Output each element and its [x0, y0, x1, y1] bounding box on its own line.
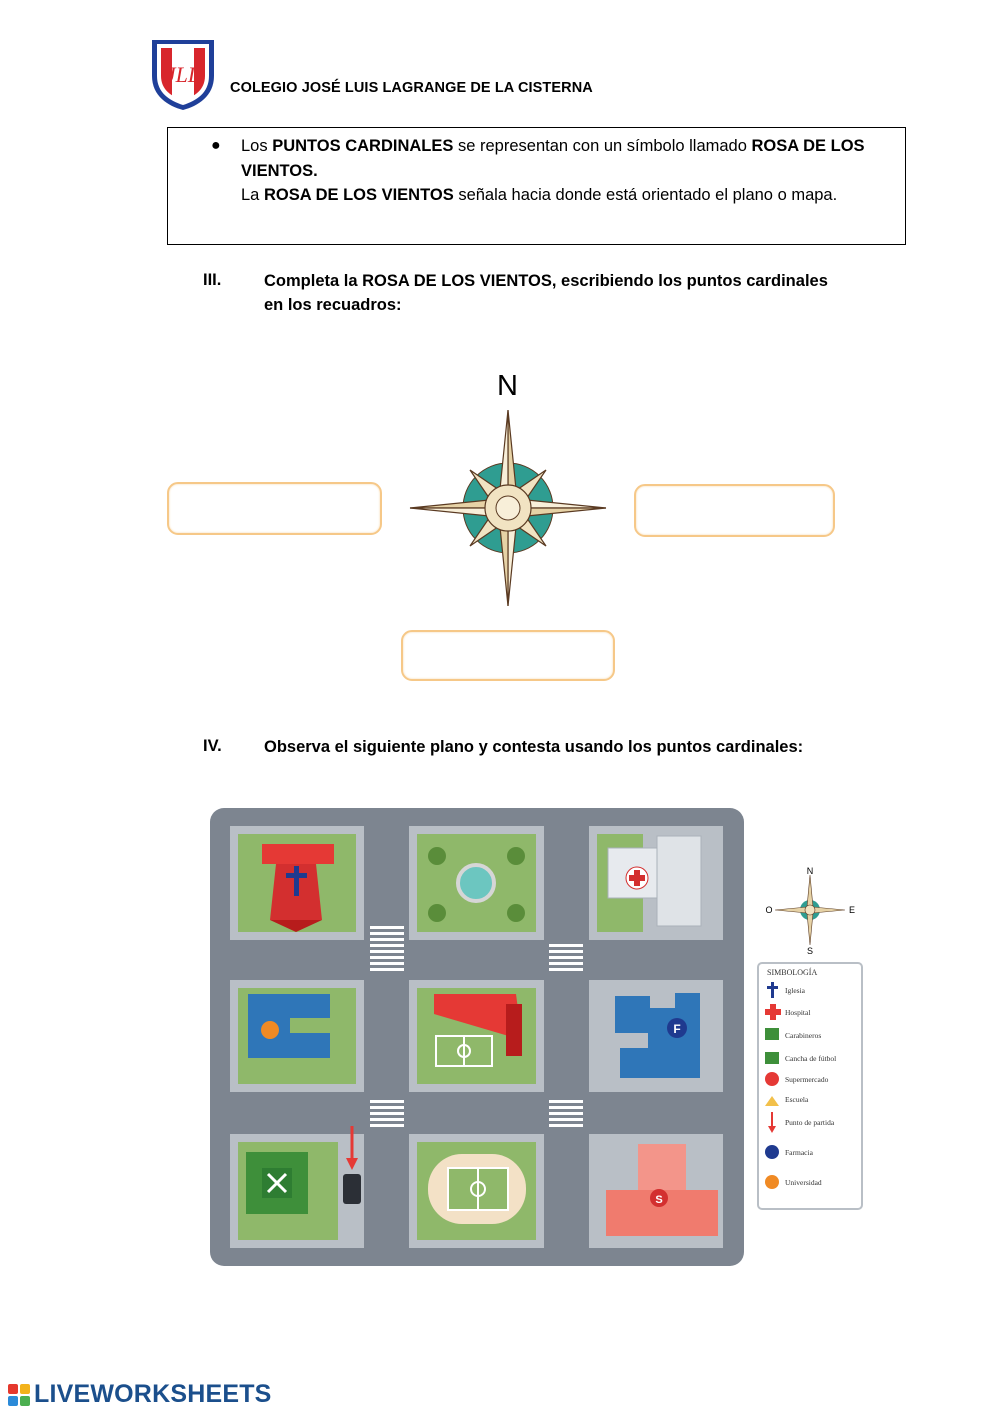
svg-text:F: F: [673, 1022, 680, 1036]
compass-o-label: O: [765, 905, 772, 915]
footer-brand-text: LIVEWORKSHEETS: [34, 1380, 272, 1408]
section-4-number: IV.: [203, 737, 222, 755]
liveworksheets-logo-icon: [8, 1384, 30, 1406]
city-map: F S: [210, 808, 744, 1266]
compass-n-label: N: [807, 866, 814, 876]
info-line-3: La ROSA DE LOS VIENTOS señala hacia dond…: [241, 186, 838, 204]
legend-item: Carabineros: [785, 1031, 821, 1040]
compass-north-label: N: [497, 370, 518, 402]
east-answer-input[interactable]: [634, 484, 835, 537]
map-legend: SIMBOLOGÍA Iglesia Hospital Carabineros …: [757, 962, 863, 1210]
legend-item: Farmacia: [785, 1148, 814, 1157]
bullet-icon: ●: [211, 137, 221, 154]
soccer-field-icon: [765, 1052, 779, 1064]
legend-item: Supermercado: [785, 1075, 829, 1084]
info-line-2: VIENTOS.: [241, 162, 318, 180]
section-4-instruction: Observa el siguiente plano y contesta us…: [264, 738, 804, 756]
university-icon: [765, 1175, 779, 1189]
map-compass-icon: N S E O: [765, 866, 855, 955]
info-box: ● Los PUNTOS CARDINALES se representan c…: [167, 127, 906, 245]
police-icon: [765, 1028, 779, 1040]
compass-e-label: E: [849, 905, 855, 915]
legend-title: SIMBOLOGÍA: [767, 967, 817, 977]
legend-item: Escuela: [785, 1095, 809, 1104]
compass-rose-icon: [409, 409, 607, 607]
supermarket-icon: [765, 1072, 779, 1086]
school-logo: JLL: [152, 40, 214, 110]
church-icon: [771, 982, 774, 998]
legend-item: Iglesia: [785, 986, 806, 995]
school-icon: [765, 1096, 779, 1106]
south-answer-input[interactable]: [401, 630, 615, 681]
pharmacy-icon: [765, 1145, 779, 1159]
legend-item: Hospital: [785, 1008, 810, 1017]
svg-text:S: S: [655, 1194, 662, 1206]
logo-monogram: JLL: [166, 62, 200, 87]
compass-s-label: S: [807, 946, 813, 955]
legend-item: Universidad: [785, 1178, 822, 1187]
section-3-instruction: Completa la ROSA DE LOS VIENTOS, escribi…: [264, 272, 828, 314]
west-answer-input[interactable]: [167, 482, 382, 535]
info-line-1: Los PUNTOS CARDINALES se representan con…: [241, 137, 865, 155]
section-3-number: III.: [203, 271, 222, 289]
legend-item: Punto de partida: [785, 1118, 835, 1127]
school-name: COLEGIO JOSÉ LUIS LAGRANGE DE LA CISTERN…: [230, 80, 593, 96]
legend-item: Cancha de fútbol: [785, 1054, 836, 1063]
